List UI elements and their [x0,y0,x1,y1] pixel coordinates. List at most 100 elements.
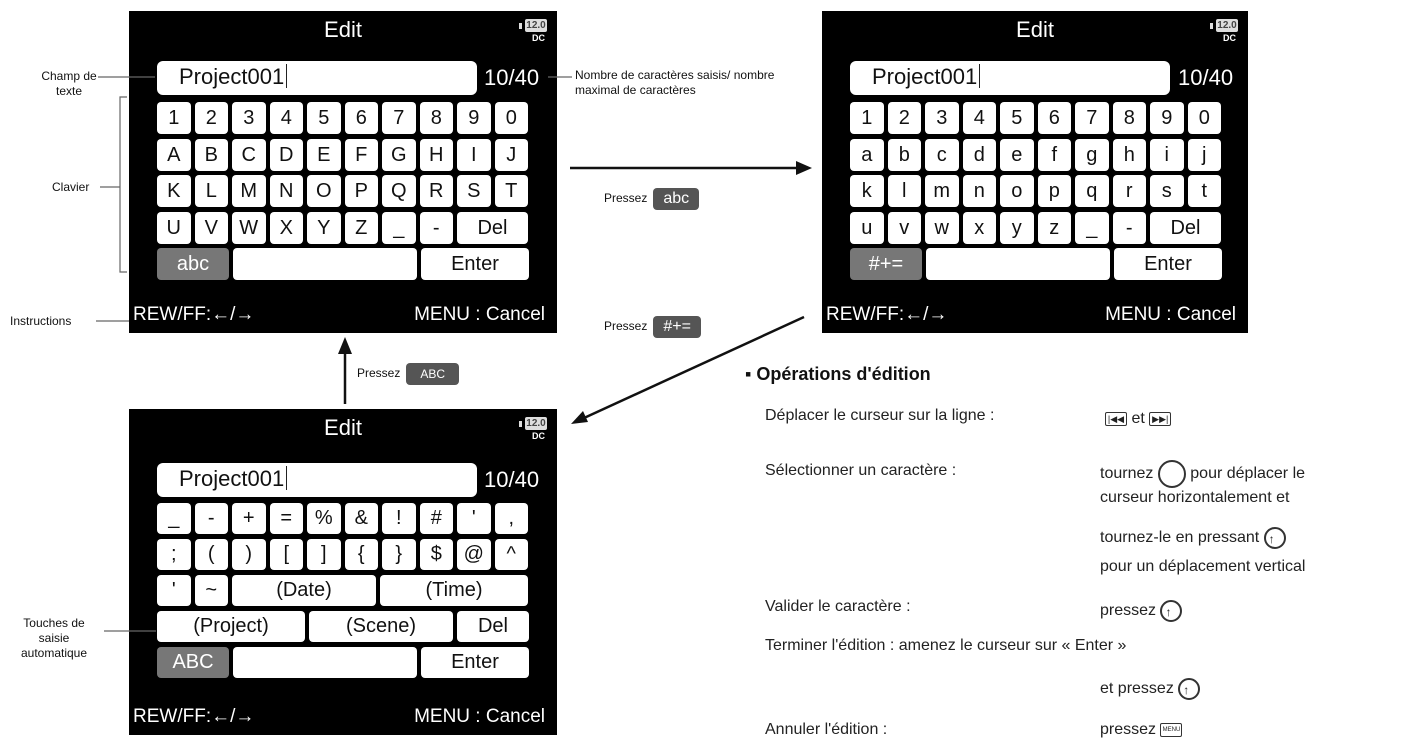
key[interactable]: # [419,503,453,534]
key[interactable]: 5 [307,102,341,134]
key[interactable]: ! [382,503,416,534]
key[interactable]: h [1112,138,1146,171]
key[interactable]: R [419,175,453,207]
delete-key[interactable]: Del [457,611,529,642]
key[interactable]: y [1000,211,1034,244]
key[interactable]: 1 [850,102,884,134]
key[interactable]: p [1037,175,1071,207]
key[interactable]: d [962,138,996,171]
key[interactable]: o [1000,175,1034,207]
key[interactable]: f [1037,138,1071,171]
key[interactable]: F [344,138,378,171]
key[interactable]: % [307,503,341,534]
key[interactable]: m [925,175,959,207]
key[interactable]: e [1000,138,1034,171]
key[interactable]: [ [269,539,303,570]
key[interactable]: B [194,138,228,171]
key[interactable]: ^ [494,539,528,570]
key[interactable]: 8 [1112,102,1146,134]
key[interactable]: ' [457,503,491,534]
key[interactable]: 9 [457,102,491,134]
key[interactable]: 0 [1187,102,1221,134]
key[interactable]: } [382,539,416,570]
key[interactable]: 4 [962,102,996,134]
key[interactable]: 3 [232,102,266,134]
key[interactable]: 3 [925,102,959,134]
key[interactable]: 2 [194,102,228,134]
key[interactable]: z [1037,211,1071,244]
key[interactable]: @ [457,539,491,570]
key[interactable]: n [962,175,996,207]
key[interactable]: l [887,175,921,207]
scene-key[interactable]: (Scene) [309,611,453,642]
key[interactable]: i [1150,138,1184,171]
key[interactable]: ( [194,539,228,570]
key[interactable]: 7 [382,102,416,134]
key[interactable]: 9 [1150,102,1184,134]
key[interactable]: w [925,211,959,244]
key[interactable]: Q [382,175,416,207]
key[interactable]: = [269,503,303,534]
space-key[interactable] [233,248,417,280]
key[interactable]: I [457,138,491,171]
key[interactable]: ; [157,539,191,570]
time-key[interactable]: (Time) [380,575,528,606]
delete-key[interactable]: Del [457,211,528,244]
mode-switch-key[interactable]: abc [157,248,229,280]
key[interactable]: _ [157,503,191,534]
key[interactable]: q [1075,175,1109,207]
key[interactable]: N [269,175,303,207]
key[interactable]: { [344,539,378,570]
key[interactable]: 4 [269,102,303,134]
key[interactable]: r [1112,175,1146,207]
key[interactable]: _ [382,211,416,244]
key[interactable]: P [344,175,378,207]
key[interactable]: E [307,138,341,171]
key[interactable]: b [887,138,921,171]
key[interactable]: L [194,175,228,207]
key[interactable]: u [850,211,884,244]
key[interactable]: 8 [419,102,453,134]
key[interactable]: s [1150,175,1184,207]
key[interactable]: 7 [1075,102,1109,134]
key[interactable]: W [232,211,266,244]
key[interactable]: V [194,211,228,244]
enter-key[interactable]: Enter [421,647,529,678]
key[interactable]: G [382,138,416,171]
key[interactable]: - [1112,211,1146,244]
key[interactable]: c [925,138,959,171]
key[interactable]: D [269,138,303,171]
delete-key[interactable]: Del [1150,211,1221,244]
key[interactable]: v [887,211,921,244]
key[interactable]: ~ [194,575,228,606]
key[interactable]: 6 [344,102,378,134]
key[interactable]: + [232,503,266,534]
key[interactable]: t [1187,175,1221,207]
key[interactable]: H [419,138,453,171]
key[interactable]: J [494,138,528,171]
key[interactable]: _ [1075,211,1109,244]
mode-switch-key[interactable]: #+= [850,248,922,280]
key[interactable]: S [457,175,491,207]
key[interactable]: ] [307,539,341,570]
key[interactable]: k [850,175,884,207]
key[interactable]: $ [419,539,453,570]
key[interactable]: 6 [1037,102,1071,134]
key[interactable]: O [307,175,341,207]
key[interactable]: & [344,503,378,534]
space-key[interactable] [926,248,1110,280]
key[interactable]: 5 [1000,102,1034,134]
key[interactable]: a [850,138,884,171]
text-field[interactable]: Project001 [157,61,477,95]
key[interactable]: M [232,175,266,207]
key[interactable]: C [232,138,266,171]
key[interactable]: 2 [887,102,921,134]
key[interactable]: X [269,211,303,244]
key[interactable]: ) [232,539,266,570]
key[interactable]: U [157,211,191,244]
key[interactable]: Y [307,211,341,244]
key[interactable]: g [1075,138,1109,171]
key[interactable]: 0 [494,102,528,134]
key[interactable]: ' [157,575,191,606]
key[interactable]: K [157,175,191,207]
